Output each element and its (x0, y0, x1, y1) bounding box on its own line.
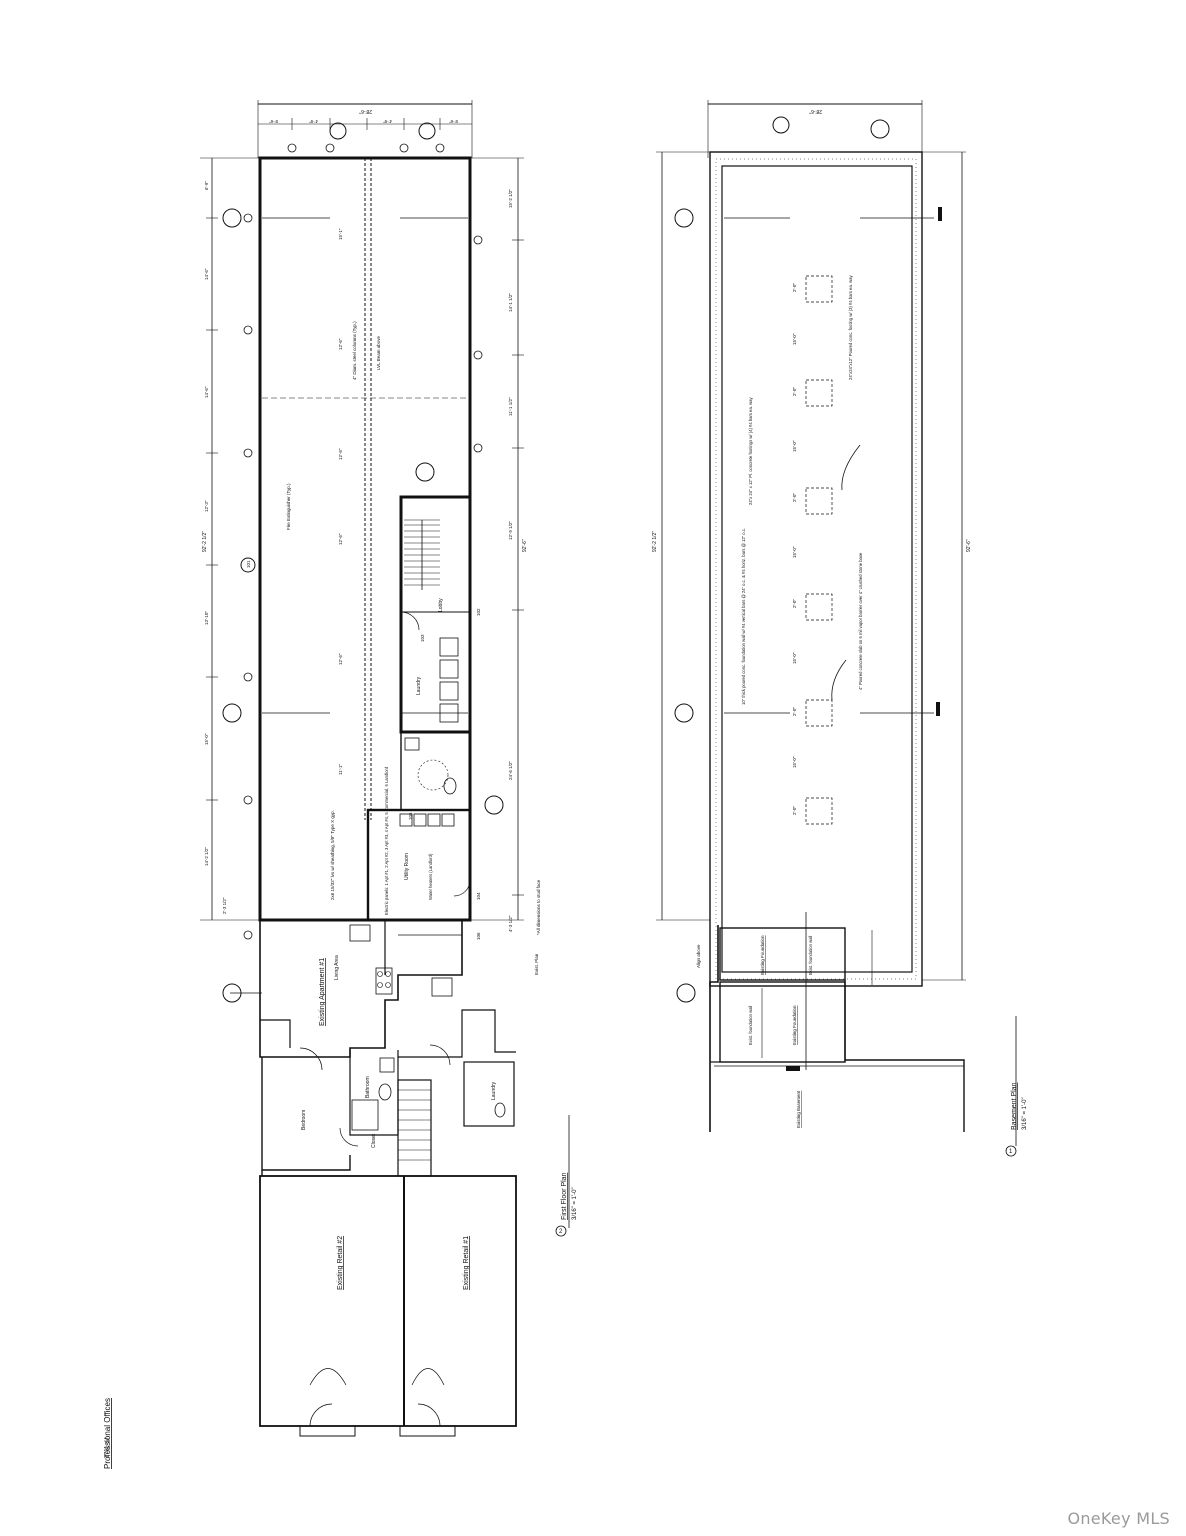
view-scale-basement: 3/16" = 1'-0" (1022, 1097, 1028, 1130)
dim-left-5: 15'-0" (204, 733, 209, 745)
dim-mid-3: 12'-6" (338, 533, 343, 545)
note-column-footing: 24"x24"x12" Poured conc. footing w/ (3) … (848, 275, 853, 380)
room-area-professional-offices: 1711 s.f. (104, 1436, 110, 1459)
dim-mid-1: 12'-6" (338, 338, 343, 350)
footing-dim-2: 2'-0" (792, 387, 797, 396)
note-electric: Electric panels: 1 Apt #1, 2 Apt #2, 3 A… (384, 766, 389, 915)
dim-basement-top: 28'-6" (809, 108, 822, 114)
door-tag-105: 105 (408, 812, 413, 820)
door-tag-102: 102 (476, 608, 481, 616)
watermark: OneKey MLS (1067, 1509, 1170, 1528)
dim-left-6: 14'-2 1/2" (204, 847, 209, 866)
label-existing-foundation-1: Existing Foundation (760, 935, 765, 975)
footing-dim-9: 15'-0" (792, 756, 797, 768)
footing-dim-8: 2'-0" (792, 707, 797, 716)
dim-mid-0: 15'-1" (338, 228, 343, 240)
room-label-living-area: Living Area (334, 955, 340, 980)
footing-dim-3: 15'-0" (792, 440, 797, 452)
dim-left-overall: 92'-2 1/2" (202, 531, 208, 552)
footing-dim-0: 2'-0" (792, 283, 797, 292)
room-label-lobby: Lobby (438, 598, 444, 612)
note-steel-columns: 4" Diam. steel columns (Typ.) (352, 321, 357, 380)
room-label-bedroom: Bedroom (301, 1110, 307, 1130)
note-slab: 4" Poured concrete slab on 6 mil vapor b… (858, 552, 863, 690)
room-label-laundry-rear: Laundry (491, 1081, 497, 1100)
note-wall: 2x6 15/32" lvs w/ sheathing, 5/8" Type X… (330, 810, 335, 900)
dim-mid-2: 12'-6" (338, 448, 343, 460)
note-lvl-beam: LVL Beam above (376, 335, 381, 370)
footing-dim-4: 2'-0" (792, 493, 797, 502)
room-label-utility: Utility Room (404, 853, 410, 880)
basement-plan (656, 100, 1017, 1157)
dim-left-1: 14'-6" (204, 268, 209, 280)
dim-mid-4: 12'-6" (338, 653, 343, 665)
dim-right-5: 4'-3 1/2" (508, 915, 513, 932)
dim-right-3: 12'-9 1/2" (508, 521, 513, 540)
note-footing: 24"x 24" x 12" Pl. concrete footings w/ … (748, 397, 753, 505)
dim-right-2: 11'-1 1/2" (508, 397, 513, 416)
dim-left-0: 6'-9" (204, 181, 209, 190)
room-label-closet: Closet (371, 1133, 377, 1148)
view-number-first-floor: 2 (559, 1229, 563, 1235)
dim-top-4: 5'-6" (449, 119, 458, 124)
label-existing-basement: Existing Basement (796, 1090, 801, 1128)
dim-left-3: 12'-3" (204, 500, 209, 512)
door-tag-101: 101 (246, 560, 251, 568)
door-tag-104: 104 (476, 892, 481, 900)
note-water-heaters: Water heaters (Landlord) (428, 853, 433, 900)
footing-dim-5: 15'-0" (792, 546, 797, 558)
note-exist-plan: Exist. Plan (534, 953, 539, 975)
label-existing-foundation-2: Existing Foundation (792, 1005, 797, 1045)
note-all-dims: *All dimensions to stud face (536, 879, 541, 935)
note-align-above: Align above (696, 944, 701, 968)
footing-dim-7: 15'-0" (792, 652, 797, 664)
room-label-bathroom: Bathroom (365, 1076, 371, 1098)
dim-left-2: 14'-6" (204, 386, 209, 398)
door-tag-106: 106 (476, 932, 481, 940)
label-exist-wall-2: Exist. foundation wall (748, 1006, 753, 1045)
room-label-existing-retail-2: Existing Retail #2 (337, 1236, 344, 1290)
label-exist-wall-1: Exist. foundation wall (808, 936, 813, 975)
view-title-first-floor: First Floor Plan (561, 1172, 568, 1220)
dim-right-4: 24'-6 1/2" (508, 761, 513, 780)
dim-top-overall: 28'-6" (359, 108, 372, 114)
dim-basement-left: 92'-2 1/2" (652, 531, 658, 552)
dim-mid-5: 11'-1" (338, 763, 343, 775)
view-title-basement: Basement Plan (1011, 1082, 1018, 1130)
dim-right-overall: 92'-6" (522, 539, 528, 552)
room-label-existing-retail-1: Existing Retail #1 (463, 1236, 470, 1290)
dim-top-2: 4'-9" (309, 119, 318, 124)
dim-left-7: 2'-3 1/2" (222, 897, 227, 914)
view-number-basement: 1 (1009, 1149, 1013, 1155)
room-label-existing-apartment: Existing Apartment #1 (319, 958, 326, 1026)
door-tag-103: 103 (420, 634, 425, 642)
dim-left-4: 13'-10" (204, 611, 209, 625)
room-label-laundry: Laundry (416, 676, 422, 695)
first-floor-plan (200, 100, 570, 1437)
room-label-professional-offices: Professional Offices (103, 1398, 112, 1469)
dim-right-1: 14'-1 1/2" (508, 293, 513, 312)
note-fire-extinguisher: Fire Extinguisher (Typ.) (286, 483, 291, 530)
dim-right-0: 15'-2 1/2" (508, 189, 513, 208)
dim-top-3: 4'-9" (383, 119, 392, 124)
dim-top-1: 5'-6" (269, 119, 278, 124)
view-scale-first-floor: 3/16" = 1'-0" (572, 1187, 578, 1220)
dim-basement-right: 92'-6" (966, 539, 972, 552)
footing-dim-6: 2'-0" (792, 599, 797, 608)
footing-dim-1: 15'-0" (792, 333, 797, 345)
note-foundation-wall: 10" thick poured conc. foundation wall w… (741, 528, 746, 705)
footing-dim-10: 2'-0" (792, 806, 797, 815)
